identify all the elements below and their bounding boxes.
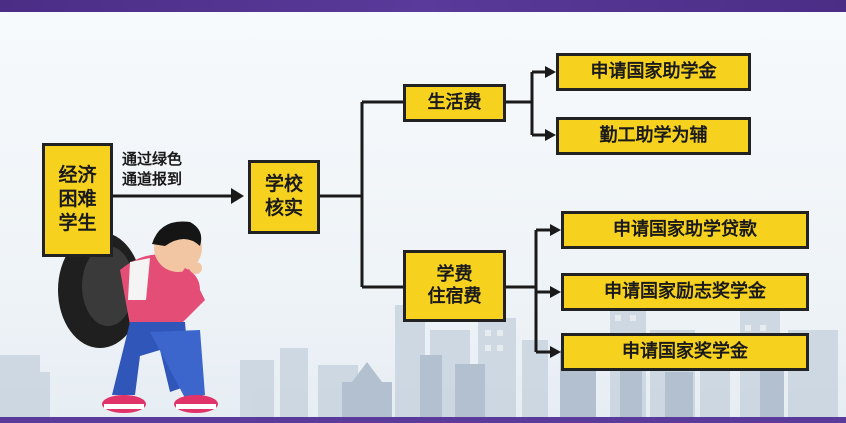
top-banner-bar <box>0 0 846 12</box>
start-node-difficult-students: 经济 困难 学生 <box>42 143 113 257</box>
branch-node-tuition-accommodation: 学费 住宿费 <box>403 250 506 322</box>
branch-node-living-expenses: 生活费 <box>403 84 506 122</box>
option-node-national-scholarship: 申请国家奖学金 <box>561 333 809 371</box>
verify-node-school-check: 学校 核实 <box>248 160 320 234</box>
arrow-label-green-channel: 通过绿色 通道报到 <box>122 150 183 188</box>
option-node-student-loan: 申请国家助学贷款 <box>561 211 809 249</box>
bottom-banner-bar <box>0 417 846 423</box>
option-node-national-grant: 申请国家助学金 <box>556 53 751 91</box>
option-node-encouragement-scholarship: 申请国家励志奖学金 <box>561 273 809 311</box>
option-node-work-study: 勤工助学为辅 <box>556 117 751 155</box>
